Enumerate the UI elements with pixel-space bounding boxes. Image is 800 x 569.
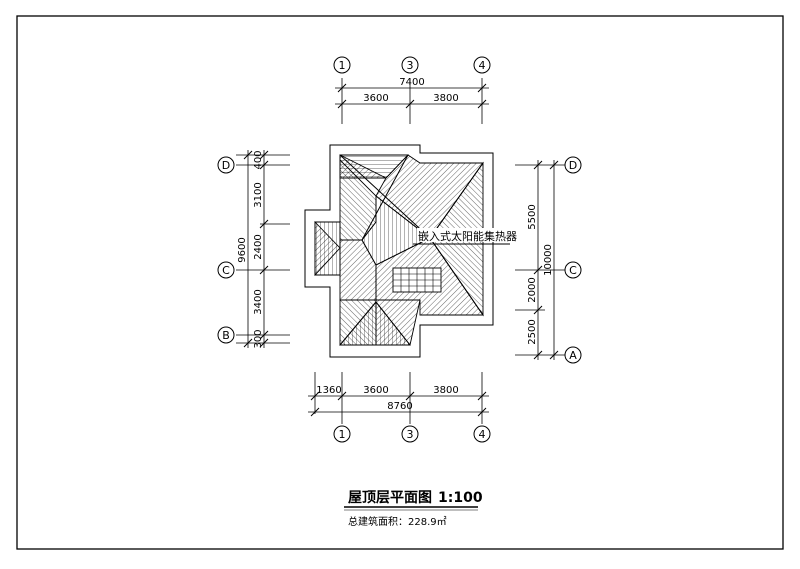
left-overall-dim: 9600 xyxy=(237,237,248,262)
solar-collector-label: 嵌入式太阳能集热器 xyxy=(418,229,517,243)
left-dimensions: 9600 400 3100 2400 3400 300 D C B xyxy=(217,150,290,349)
axis-bubble xyxy=(217,261,235,279)
left-dim-4: 3400 xyxy=(253,289,264,314)
right-dim-2: 2000 xyxy=(527,277,538,302)
axis-bubble xyxy=(333,56,351,74)
axis-bubble xyxy=(217,156,235,174)
title-block: 屋顶层平面图 1:100 总建筑面积：228.9㎡ xyxy=(344,490,483,528)
roof-plane xyxy=(314,220,341,277)
top-dimensions: 7400 3600 3800 1 3 4 xyxy=(333,56,491,124)
axis-bubble xyxy=(564,156,582,174)
axis-bubble xyxy=(564,346,582,364)
axis-label: 1 xyxy=(339,428,346,441)
bottom-dimensions: 1360 3600 3800 8760 1 3 4 xyxy=(308,372,491,443)
left-dim-1: 400 xyxy=(253,150,264,169)
axis-bubble xyxy=(564,261,582,279)
right-dim-3: 2500 xyxy=(527,319,538,344)
right-dimensions: 5500 2000 2500 10000 D C A xyxy=(515,156,582,364)
axis-label: 4 xyxy=(479,428,486,441)
axis-label: 3 xyxy=(407,428,414,441)
total-area: 总建筑面积：228.9㎡ xyxy=(348,515,447,528)
axis-bubble xyxy=(473,425,491,443)
bottom-dim-2: 3600 xyxy=(363,385,388,396)
left-dim-5: 300 xyxy=(253,329,264,348)
left-dim-3: 2400 xyxy=(253,234,264,259)
axis-label: 3 xyxy=(407,59,414,72)
axis-bubble xyxy=(217,326,235,344)
right-dim-1: 5500 xyxy=(527,204,538,229)
axis-label: 1 xyxy=(339,59,346,72)
roof-plan: 嵌入式太阳能集热器 xyxy=(304,144,517,358)
axis-label: D xyxy=(222,159,230,172)
axis-label: C xyxy=(569,264,577,277)
bottom-dim-1: 1360 xyxy=(316,385,341,396)
bottom-overall-dim: 8760 xyxy=(387,401,412,412)
roof-plane xyxy=(339,239,377,301)
top-overall-dim: 7400 xyxy=(399,77,424,88)
axis-bubble xyxy=(333,425,351,443)
axis-label: A xyxy=(569,349,577,362)
drawing-title: 屋顶层平面图 xyxy=(348,490,432,506)
axis-label: 4 xyxy=(479,59,486,72)
axis-bubble xyxy=(401,425,419,443)
top-dim-2: 3800 xyxy=(433,93,458,104)
top-dim-1: 3600 xyxy=(363,93,388,104)
axis-label: B xyxy=(222,329,230,342)
axis-label: D xyxy=(569,159,577,172)
axis-label: C xyxy=(222,264,230,277)
axis-bubble xyxy=(401,56,419,74)
solar-collector xyxy=(392,267,442,293)
bottom-dim-3: 3800 xyxy=(433,385,458,396)
drawing-scale: 1:100 xyxy=(438,490,483,506)
sheet-border xyxy=(16,15,784,550)
axis-bubble xyxy=(473,56,491,74)
left-dim-2: 3100 xyxy=(253,182,264,207)
right-overall-dim: 10000 xyxy=(543,244,554,276)
